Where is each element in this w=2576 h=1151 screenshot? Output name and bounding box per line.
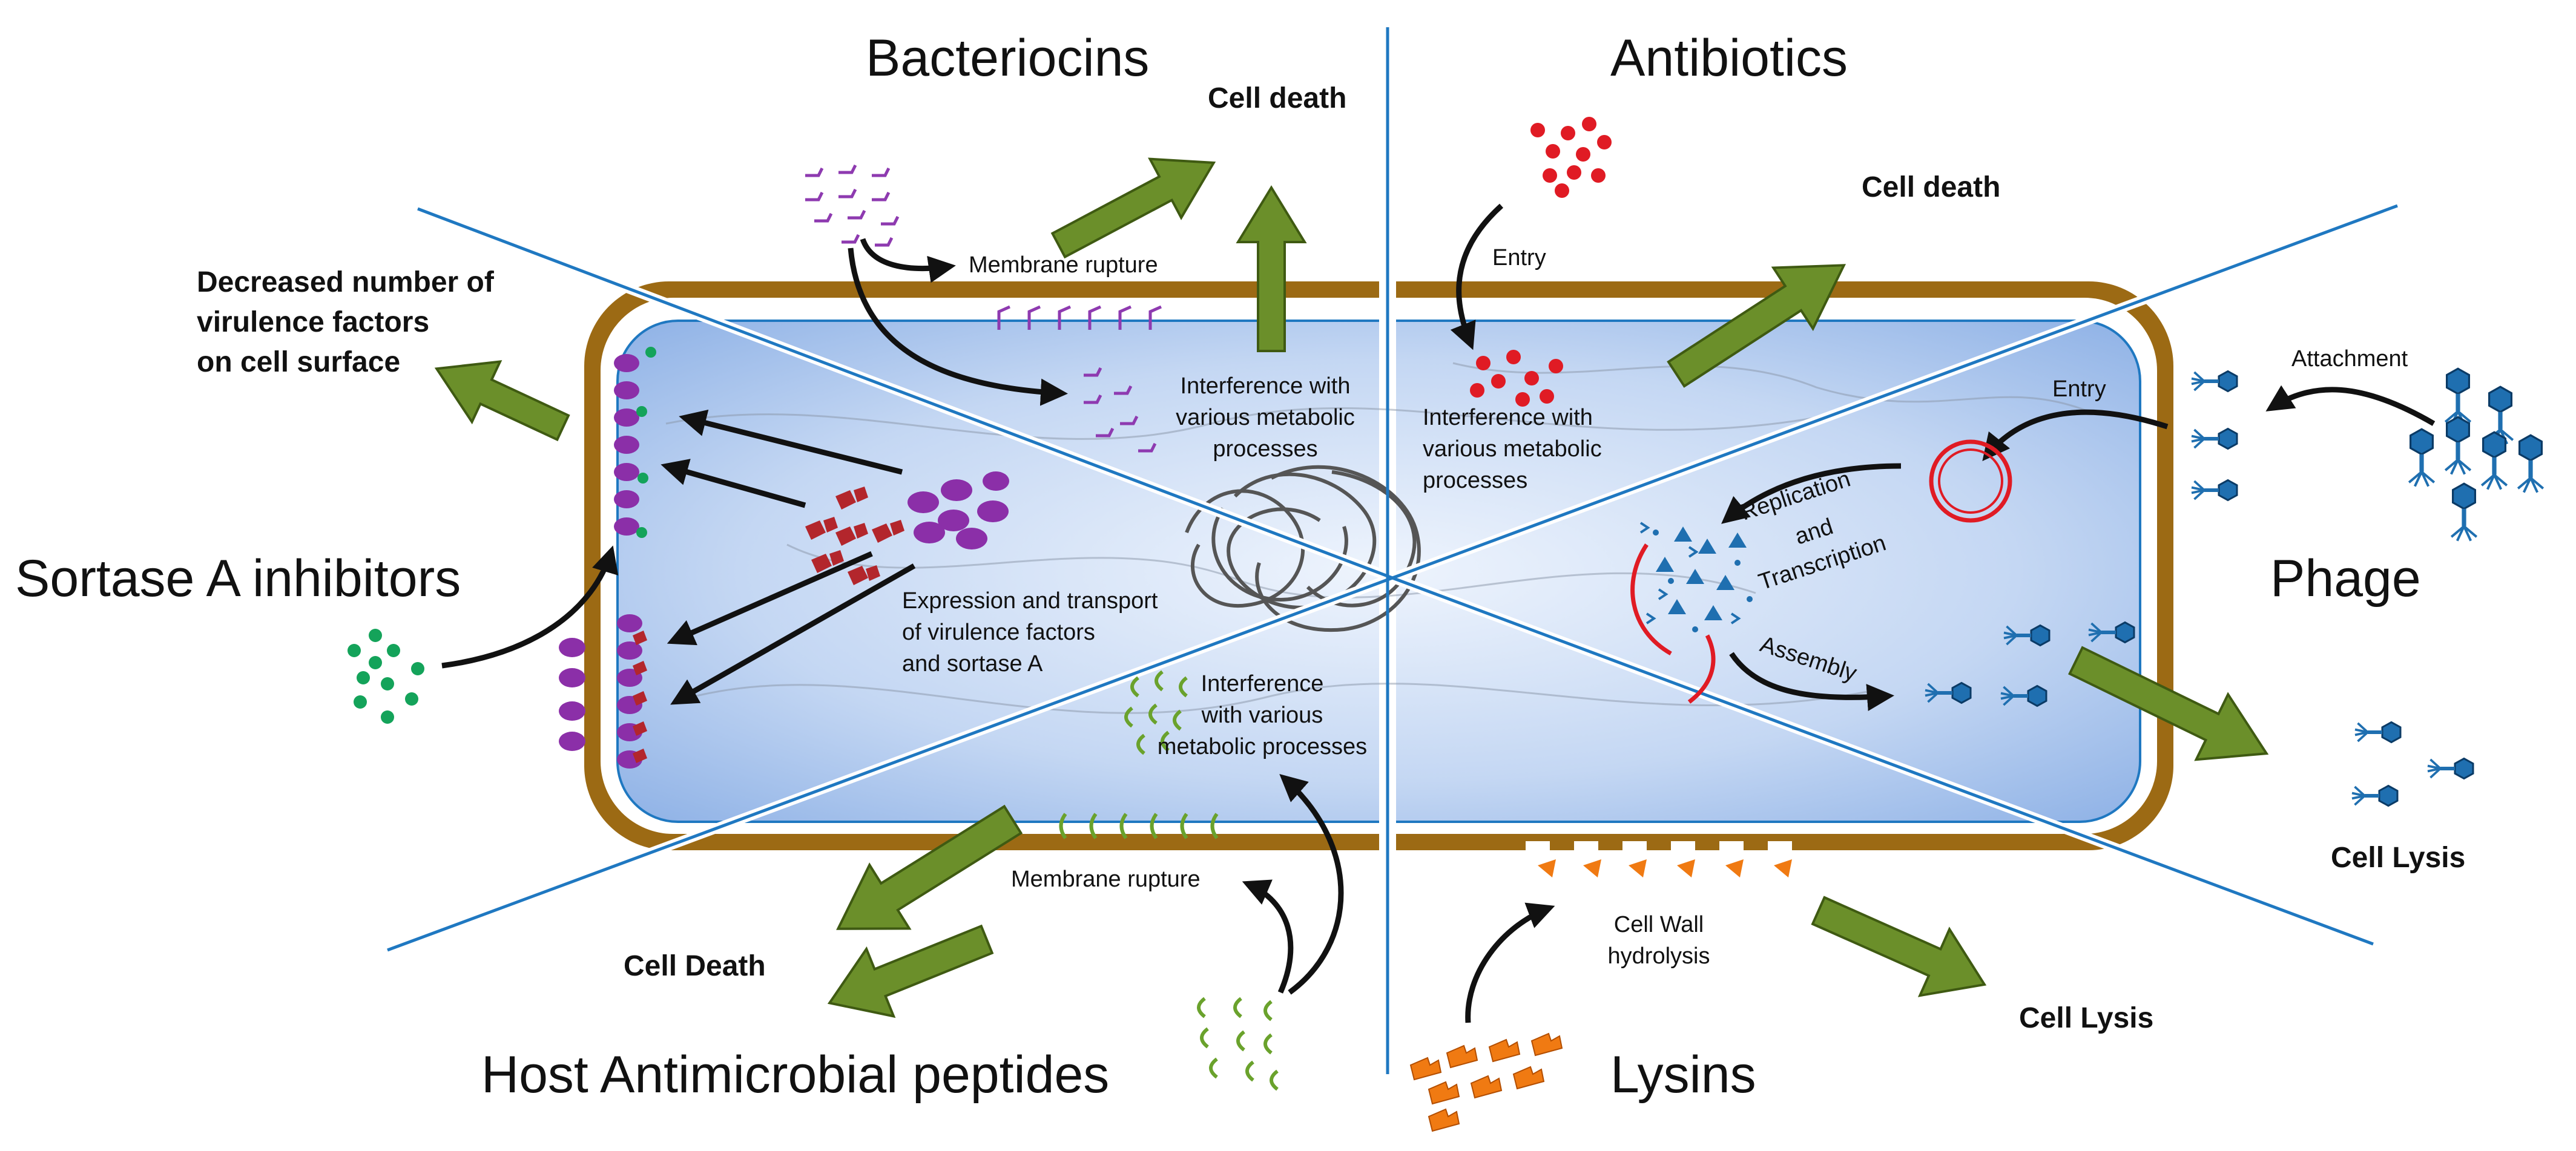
arrow-bacteriocin-membrane	[860, 238, 956, 283]
label-expression-3: and sortase A	[902, 651, 1043, 677]
phage-replication-products	[1653, 526, 1753, 632]
label-phage-entry: Entry	[2052, 376, 2106, 402]
heading-bacteriocins: Bacteriocins	[866, 29, 1149, 87]
released-phages	[2352, 723, 2473, 806]
outcome-amp-death: Cell Death	[624, 950, 766, 982]
bacteriophage-icon	[2409, 369, 2543, 540]
label-lysin-2: hydrolysis	[1608, 943, 1710, 969]
peptide-internal	[1124, 670, 1188, 755]
surface-virulence-factors	[559, 347, 656, 769]
bacteriocin-icon	[805, 164, 900, 247]
outcome-phage-lysis: Cell Lysis	[2331, 842, 2465, 874]
arrow-lysin	[1465, 902, 1555, 1023]
label-bacteriocin-rupture: Membrane rupture	[969, 252, 1158, 278]
outcome-lysin-lysis: Cell Lysis	[2019, 1002, 2153, 1034]
label-phage-attachment: Attachment	[2291, 346, 2408, 372]
antibiotic-molecule-icon	[1530, 117, 1612, 198]
heading-lysins: Lysins	[1610, 1046, 1756, 1104]
arrows-expression-transport	[660, 409, 916, 705]
sector-divider-lines	[387, 27, 2398, 1074]
label-bacteriocin-interference-3: processes	[1213, 436, 1317, 462]
lysin-damaged-wall	[1526, 841, 1792, 877]
outcome-arrows	[434, 157, 2269, 1018]
outcome-sortase-line2: virulence factors	[197, 306, 429, 338]
label-expression-1: Expression and transport	[902, 588, 1158, 614]
heading-sortase: Sortase A inhibitors	[15, 549, 461, 608]
outcome-bacteriocin-death: Cell death	[1208, 82, 1346, 114]
outcome-sortase-line3: on cell surface	[197, 346, 400, 378]
arrow-phage-replication	[1721, 463, 1902, 524]
outcome-sortase-line1: Decreased number of	[197, 266, 495, 298]
sortase-inhibitor-icon	[348, 629, 424, 724]
label-expression-2: of virulence factors	[902, 620, 1095, 645]
label-antibiotic-entry: Entry	[1492, 245, 1546, 271]
heading-antibiotics: Antibiotics	[1610, 29, 1848, 87]
antibiotic-internal-icon	[1470, 350, 1563, 407]
label-antibiotic-interference-2: various metabolic	[1423, 436, 1602, 462]
label-amp-rupture: Membrane rupture	[1011, 867, 1201, 892]
peptide-membrane-pores	[1059, 813, 1219, 839]
outcome-antibiotic-death: Cell death	[1862, 171, 2000, 203]
label-bacteriocin-interference-1: Interference with	[1181, 373, 1351, 399]
label-amp-interference-3: metabolic processes	[1158, 734, 1367, 759]
heading-phage: Phage	[2270, 549, 2421, 608]
arrow-bacteriocin-internal	[848, 248, 1068, 406]
bacteriocin-membrane-pores	[997, 305, 1162, 330]
label-antibiotic-interference-1: Interference with	[1423, 405, 1593, 430]
phage-dna-icon	[1630, 439, 2012, 704]
virulence-factor-icon	[908, 471, 1009, 549]
phage-dna-fragments	[1639, 522, 1741, 625]
sortase-enzyme-icon	[805, 487, 904, 585]
arrow-phage-assembly	[1729, 652, 1894, 712]
attached-phages	[2192, 372, 2237, 500]
arrow-peptide-internal	[1279, 774, 1344, 995]
heading-amp: Host Antimicrobial peptides	[481, 1046, 1109, 1104]
lysin-enzyme-icon	[1409, 1032, 1563, 1132]
arrow-phage-attachment	[2265, 385, 2436, 426]
antimicrobial-peptide-icon	[1197, 997, 1279, 1091]
arrow-sortase-inhibitor	[441, 545, 619, 669]
arrow-peptide-membrane	[1242, 879, 1294, 994]
label-amp-interference-2: with various	[1201, 703, 1323, 728]
label-bacteriocin-interference-2: various metabolic	[1176, 405, 1355, 430]
label-lysin-1: Cell Wall	[1614, 912, 1704, 937]
label-antibiotic-interference-3: processes	[1423, 468, 1527, 493]
arrow-phage-entry	[1982, 409, 2169, 462]
bacteriocin-internal	[1084, 367, 1157, 453]
label-amp-interference-1: Interference	[1201, 671, 1324, 697]
arrow-antibiotic-entry	[1450, 203, 1504, 350]
